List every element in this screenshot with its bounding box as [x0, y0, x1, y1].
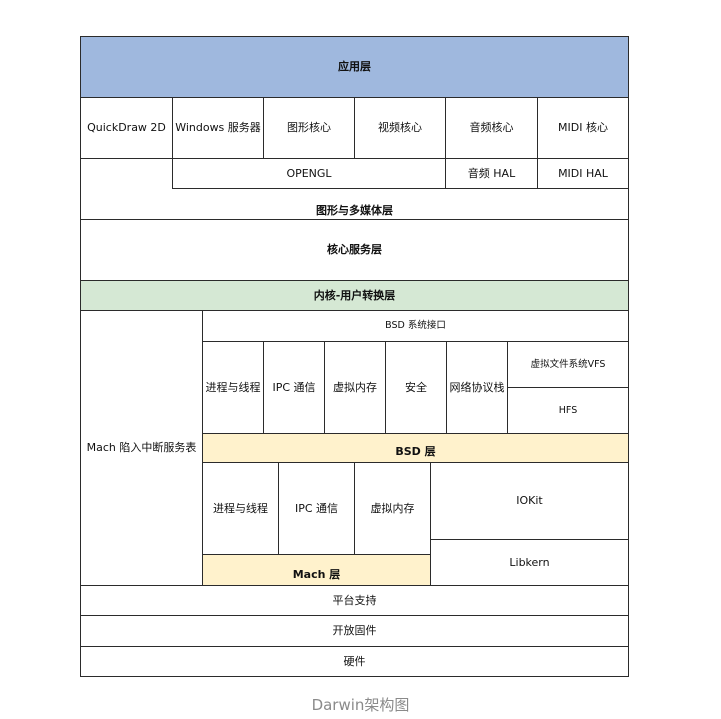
opengl-box: OPENGL [172, 158, 446, 189]
windows-service-box: Windows 服务器 [172, 97, 264, 159]
kernel-user-transition-layer: 内核-用户转换层 [80, 280, 629, 311]
video-core-box: 视频核心 [354, 97, 446, 159]
bsd-syscall-interface-box: BSD 系统接口 [202, 310, 629, 342]
mach-process-thread-box: 进程与线程 [202, 462, 279, 555]
bsd-hfs-box: HFS [507, 387, 629, 434]
bsd-layer: BSD 层 [202, 433, 629, 463]
mach-virtual-memory-box: 虚拟内存 [354, 462, 431, 555]
bsd-vfs-box: 虚拟文件系统VFS [507, 341, 629, 388]
graphics-core-box: 图形核心 [263, 97, 355, 159]
midi-hal-box: MIDI HAL [537, 158, 629, 189]
audio-hal-box: 音频 HAL [445, 158, 538, 189]
bsd-security-box: 安全 [385, 341, 447, 434]
mach-ipc-box: IPC 通信 [278, 462, 355, 555]
bsd-process-thread-box: 进程与线程 [202, 341, 264, 434]
hardware-layer: 硬件 [80, 646, 629, 677]
app-layer: 应用层 [80, 36, 629, 98]
core-services-layer: 核心服务层 [80, 219, 629, 281]
iokit-box: IOKit [430, 462, 629, 540]
platform-support-layer: 平台支持 [80, 585, 629, 616]
audio-core-box: 音频核心 [445, 97, 538, 159]
libkern-box: Libkern [430, 539, 629, 586]
bsd-virtual-memory-box: 虚拟内存 [324, 341, 386, 434]
midi-core-box: MIDI 核心 [537, 97, 629, 159]
mach-trap-table-box: Mach 陷入中断服务表 [80, 310, 203, 586]
bsd-network-stack-box: 网络协议栈 [446, 341, 508, 434]
mach-layer: Mach 层 [202, 554, 431, 586]
graphics-media-layer-label: 图形与多媒体层 [316, 204, 393, 218]
open-firmware-layer: 开放固件 [80, 615, 629, 647]
quickdraw-2d-box: QuickDraw 2D [80, 97, 173, 159]
bsd-ipc-box: IPC 通信 [263, 341, 325, 434]
diagram-caption: Darwin架构图 [311, 695, 410, 714]
